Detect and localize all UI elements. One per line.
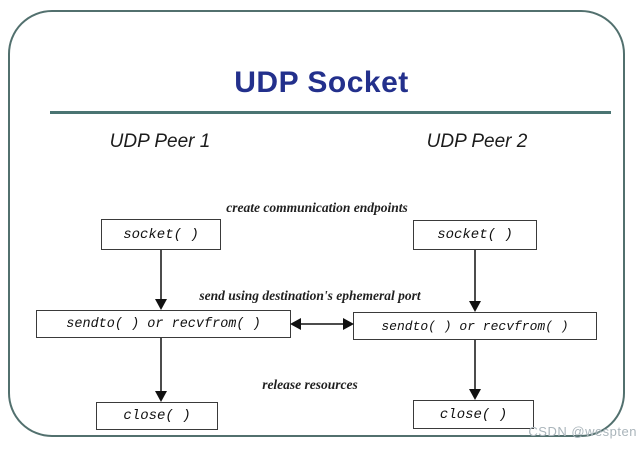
page-title: UDP Socket bbox=[234, 66, 409, 99]
annotation-release-resources: release resources bbox=[262, 377, 358, 392]
title-underline bbox=[50, 111, 611, 114]
peer1-sendto-recvfrom-box: sendto( ) or recvfrom( ) bbox=[36, 310, 291, 338]
peer1-socket-box: socket( ) bbox=[101, 219, 221, 250]
watermark: CSDN @wespten bbox=[528, 424, 637, 439]
annotation-send-ephemeral-port: send using destination's ephemeral port bbox=[199, 288, 421, 303]
peer2-sendto-recvfrom-box: sendto( ) or recvfrom( ) bbox=[353, 312, 597, 340]
peer2-close-box: close( ) bbox=[413, 400, 534, 429]
peer1-label: UDP Peer 1 bbox=[109, 131, 211, 152]
peer2-socket-box: socket( ) bbox=[413, 220, 537, 250]
peer2-label: UDP Peer 2 bbox=[426, 131, 528, 152]
peer1-close-box: close( ) bbox=[96, 402, 218, 430]
annotation-create-endpoints: create communication endpoints bbox=[226, 200, 408, 215]
